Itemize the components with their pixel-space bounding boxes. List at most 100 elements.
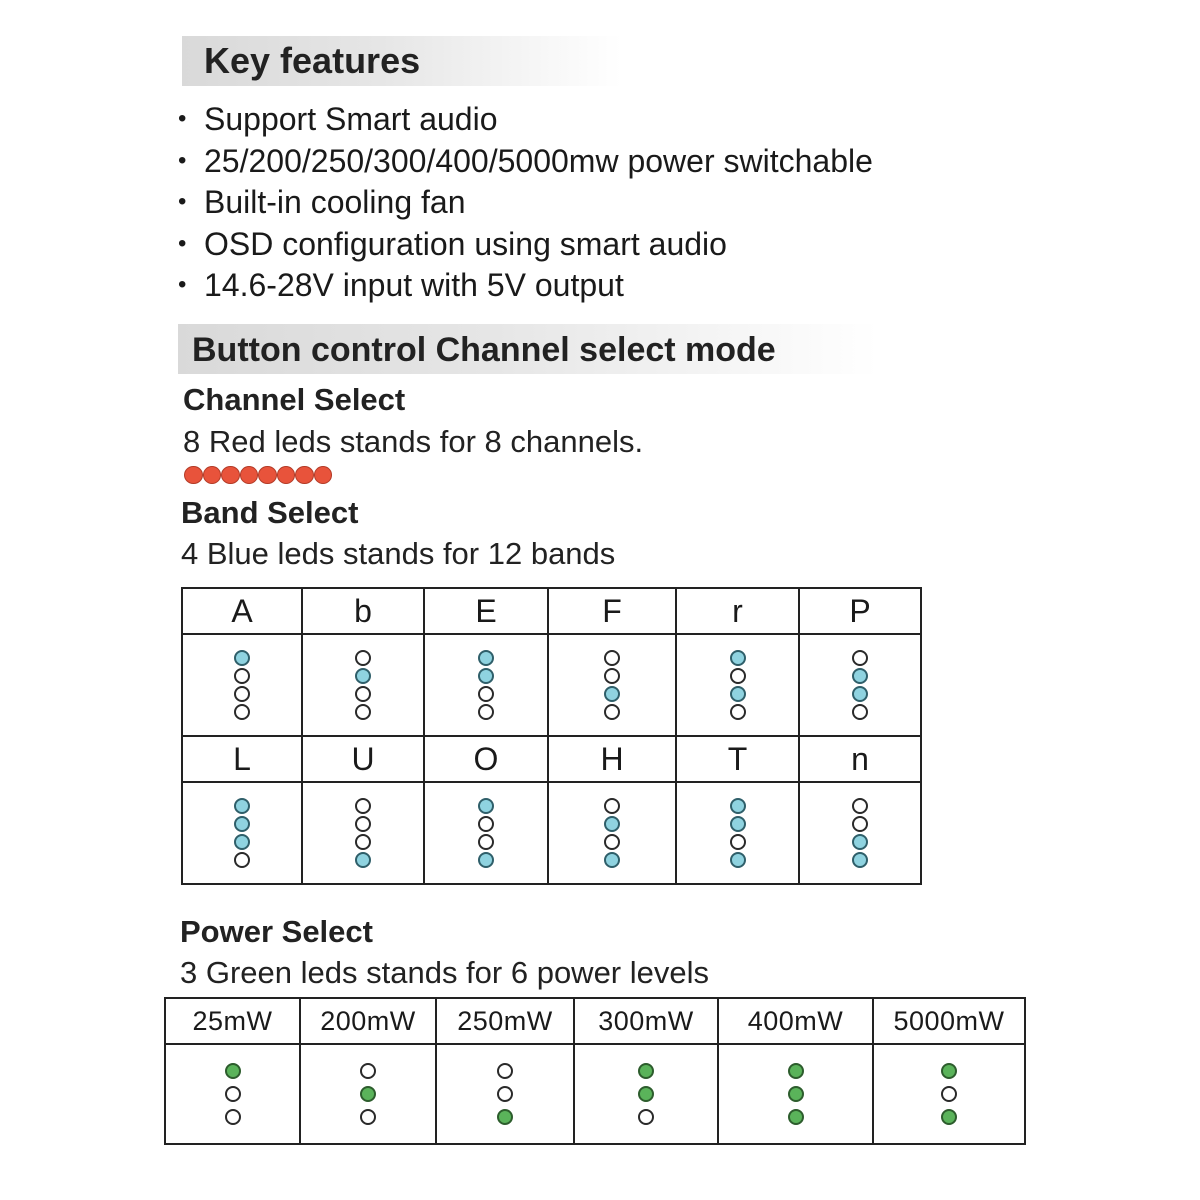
band-letter: F [547,587,677,635]
led-off-icon [224,1086,241,1102]
key-features-heading: Key features [182,36,622,86]
bullet-icon: • [178,271,187,298]
led-column [234,650,250,720]
feature-item: • 25/200/250/300/400/5000mw power switcha… [178,140,873,182]
led-on-icon [224,1063,241,1079]
band-led-cell [181,633,303,737]
led-off-icon [852,704,868,720]
led-column [497,1063,513,1125]
led-on-icon [787,1109,804,1125]
led-column [478,650,494,720]
power-led-cell [872,1043,1026,1145]
channel-select-description: 8 Red leds stands for 8 channels. [183,424,644,459]
led-on-icon [478,668,494,684]
bullet-icon: • [178,188,187,215]
led-off-icon [604,798,620,814]
power-level-label: 300mW [573,997,719,1045]
led-on-icon [497,1109,513,1125]
power-led-cell [573,1043,719,1145]
power-led-cell [717,1043,874,1145]
led-on-icon [941,1063,957,1079]
led-on-icon [787,1086,804,1102]
led-column [941,1063,957,1125]
bullet-icon: • [178,229,187,257]
led-column [852,798,868,868]
power-level-label: 200mW [299,997,437,1045]
power-led-cell [299,1043,437,1145]
led-off-icon [234,686,250,702]
red-led-icon [276,466,295,484]
red-led-icon [184,466,203,484]
led-on-icon [638,1086,654,1102]
red-led-icon [221,466,240,484]
led-column [355,798,371,868]
led-on-icon [355,852,371,868]
power-led-cell [435,1043,575,1145]
power-select-title: Power Select [180,914,373,949]
led-on-icon [360,1086,376,1102]
led-column [604,798,620,868]
power-level-label: 5000mW [872,997,1026,1045]
led-off-icon [355,798,371,814]
led-off-icon [360,1063,376,1079]
red-led-icon [295,466,314,484]
band-led-cell [675,781,800,885]
led-off-icon [234,704,250,720]
band-letter: U [301,735,425,783]
led-column [355,650,371,720]
led-off-icon [638,1109,654,1125]
led-on-icon [234,650,250,666]
feature-text: OSD configuration using smart audio [204,225,727,262]
band-letter: H [547,735,677,783]
band-letter: L [181,735,303,783]
band-letter: E [423,587,549,635]
button-control-heading: Button control Channel select mode [178,324,878,374]
band-led-cell [423,781,549,885]
led-off-icon [729,668,746,684]
led-off-icon [355,834,371,850]
led-column [234,798,250,868]
bullet-icon: • [178,146,187,174]
led-on-icon [355,668,371,684]
led-on-icon [478,798,494,814]
feature-text: 14.6-28V input with 5V output [204,267,624,303]
led-column [604,650,620,720]
band-led-cell [547,633,677,737]
band-letter: A [181,587,303,635]
band-letter: O [423,735,549,783]
led-off-icon [355,704,371,720]
led-on-icon [729,852,746,868]
led-off-icon [478,834,494,850]
channel-select-title: Channel Select [183,382,406,417]
led-column [638,1063,654,1125]
led-on-icon [604,686,620,702]
led-off-icon [355,650,371,666]
band-letter: b [301,587,425,635]
power-select-description: 3 Green leds stands for 6 power levels [180,955,709,990]
feature-text: Built-in cooling fan [204,184,466,220]
led-off-icon [852,650,868,666]
band-led-cell [547,781,677,885]
led-column [478,798,494,868]
led-off-icon [852,798,868,814]
led-off-icon [497,1063,513,1079]
led-off-icon [604,650,620,666]
led-off-icon [604,668,620,684]
led-on-icon [234,834,250,850]
red-led-icon [239,466,258,484]
feature-item: • 14.6-28V input with 5V output [178,264,873,306]
band-led-cell [301,633,425,737]
band-letter: r [675,587,800,635]
feature-text: 25/200/250/300/400/5000mw power switchab… [204,142,873,179]
band-led-cell [798,781,922,885]
led-off-icon [234,852,250,868]
led-off-icon [478,704,494,720]
led-on-icon [478,650,494,666]
feature-item: •Support Smart audio [178,98,873,140]
band-letter: n [798,735,922,783]
led-off-icon [478,816,494,832]
